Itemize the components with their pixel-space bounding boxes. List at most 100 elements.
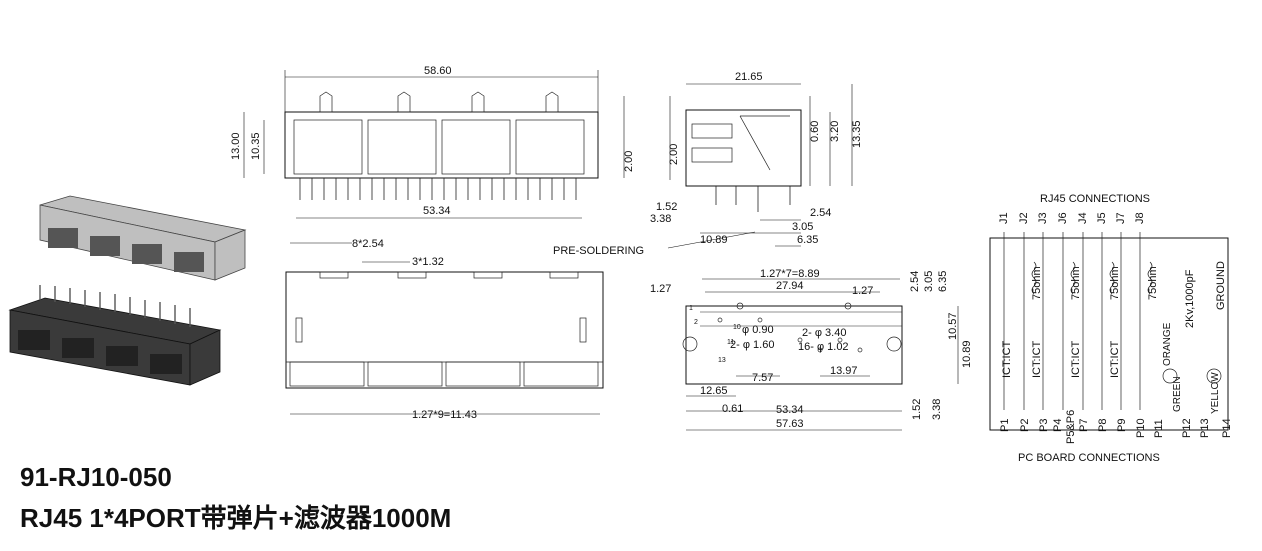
- pin-p13: P13: [1199, 418, 1211, 438]
- jack-4: J4: [1077, 212, 1089, 224]
- ground-label: GROUND: [1215, 261, 1227, 310]
- side-dim-9: 3.05: [792, 221, 813, 233]
- side-dim-2: 2.00: [668, 144, 680, 165]
- side-body: [685, 109, 802, 187]
- photo2-port-1: [18, 330, 50, 350]
- photo-port-2: [90, 236, 120, 256]
- led-yellow-icon: [1206, 368, 1222, 384]
- fp-dim-3: 1.27: [650, 283, 671, 295]
- pin-p1: P1: [999, 419, 1011, 432]
- side-dim-6: 1.52: [656, 201, 677, 213]
- side-dim-10: 10.89: [700, 234, 728, 246]
- schematic-box: [989, 237, 1229, 431]
- fp-dim-12: 13.97: [830, 365, 858, 377]
- fp-dim-10: 12.65: [700, 385, 728, 397]
- fp-dim-13: 0.61: [722, 403, 743, 415]
- side-dim-5: 13.35: [851, 120, 863, 148]
- photo2-port-2: [62, 338, 94, 358]
- photo-port-3: [132, 244, 162, 264]
- cap-label: 2Kv,1000pF: [1184, 269, 1196, 328]
- jack-3: J3: [1037, 212, 1049, 224]
- fp-pin-11: 11: [727, 339, 734, 346]
- side-dim-1: 21.65: [735, 71, 763, 83]
- pin-p4: P4: [1052, 419, 1064, 432]
- photo-port-4: [174, 252, 204, 272]
- fp-dim-8: 10.57: [947, 312, 959, 340]
- side-dim-4: 3.20: [829, 121, 841, 142]
- front-port-2: [367, 119, 437, 175]
- fp-dim-5: 2.54: [909, 271, 921, 292]
- fp-hole-4: 16- φ 1.02: [798, 341, 849, 353]
- transformer-4: ICT:ICT: [1109, 340, 1121, 378]
- fp-dim-4: 1.27: [852, 285, 873, 297]
- photo2-pins: [39, 285, 191, 327]
- fp-hole-3: 2- φ 3.40: [802, 327, 846, 339]
- resistor-3: 75ohm: [1109, 266, 1121, 300]
- side-dim-7: 3.38: [650, 213, 671, 225]
- pin-p8: P8: [1097, 419, 1109, 432]
- led-green-orange-icon: [1162, 368, 1178, 384]
- fp-dim-16: 1.52: [911, 399, 923, 420]
- led-green-label: GREEN: [1172, 376, 1183, 412]
- front-body: [284, 111, 599, 179]
- fp-dim-14: 53.34: [776, 404, 804, 416]
- side-latch-2: [691, 147, 733, 163]
- jack-8: J8: [1134, 212, 1146, 224]
- front-dim-5: 53.34: [423, 205, 451, 217]
- fp-dim-11: 7.57: [752, 372, 773, 384]
- front-port-3: [441, 119, 511, 175]
- fp-pin-13: 13: [718, 357, 726, 364]
- photo2-port-4: [150, 354, 182, 374]
- pin-p9: P9: [1116, 419, 1128, 432]
- schematic-bottom-title: PC BOARD CONNECTIONS: [1018, 452, 1160, 464]
- fp-pin-10: 10: [733, 324, 741, 331]
- pin-p10: P10: [1135, 418, 1147, 438]
- fp-hole-1: φ 0.90: [742, 324, 774, 336]
- fp-dim-1: 1.27*7=8.89: [760, 268, 820, 280]
- pin-p2: P2: [1019, 419, 1031, 432]
- jack-6: J6: [1057, 212, 1069, 224]
- pin-p7: P7: [1078, 419, 1090, 432]
- schematic-top-title: RJ45 CONNECTIONS: [1040, 193, 1150, 205]
- product-description: RJ45 1*4PORT带弹片+滤波器1000M: [20, 503, 452, 533]
- jack-7: J7: [1115, 212, 1127, 224]
- fp-dim-15: 57.63: [776, 418, 804, 430]
- bottom-dim-3: 1.27*9=11.43: [412, 409, 477, 421]
- transformer-2: ICT:ICT: [1031, 340, 1043, 378]
- photo-port-1: [48, 228, 78, 248]
- model-number: 91-RJ10-050: [20, 462, 172, 492]
- fp-dim-17: 3.38: [931, 399, 943, 420]
- front-view: 58.60 13.00 10.35 2.00 53.34: [230, 65, 635, 219]
- transformer-3: ICT:ICT: [1070, 340, 1082, 378]
- front-port-1: [293, 119, 363, 175]
- transformer-1: ICT:ICT: [1001, 340, 1013, 378]
- footprint-outline: [685, 305, 903, 385]
- fp-dim-2: 27.94: [776, 280, 804, 292]
- pin-p5p6: P5&P6: [1065, 410, 1077, 444]
- fp-pin-1: 1: [689, 305, 693, 312]
- photo2-port-3: [106, 346, 138, 366]
- pin-p12: P12: [1181, 418, 1193, 438]
- side-dim-3: 0.60: [809, 121, 821, 142]
- side-dim-8: 2.54: [810, 207, 831, 219]
- led-orange-label: ORANGE: [1162, 322, 1173, 366]
- bottom-dim-2: 3*1.32: [412, 256, 444, 268]
- fp-dim-9: 10.89: [961, 340, 973, 368]
- front-dim-4: 2.00: [623, 151, 635, 172]
- resistor-1: 75ohm: [1031, 266, 1043, 300]
- side-dim-11: 6.35: [797, 234, 818, 246]
- jack-2: J2: [1018, 212, 1030, 224]
- side-view: 21.65 2.00 0.60 3.20 13.35 1.52 3.38 2.5…: [553, 71, 863, 257]
- pin-p3: P3: [1038, 419, 1050, 432]
- front-port-4: [515, 119, 585, 175]
- front-dim-2: 13.00: [230, 132, 242, 160]
- resistor-4: 75ohm: [1147, 266, 1159, 300]
- fp-pin-2: 2: [694, 319, 698, 326]
- bottom-dim-1: 8*2.54: [352, 238, 384, 250]
- pcb-footprint: 1.27*7=8.89 27.94 1.27 1.27 2.54 3.05 6.…: [650, 268, 973, 431]
- front-pins: [299, 178, 577, 200]
- product-photo: [8, 195, 247, 386]
- photo-side-face: [214, 229, 246, 281]
- pin-p14: P14: [1221, 418, 1233, 438]
